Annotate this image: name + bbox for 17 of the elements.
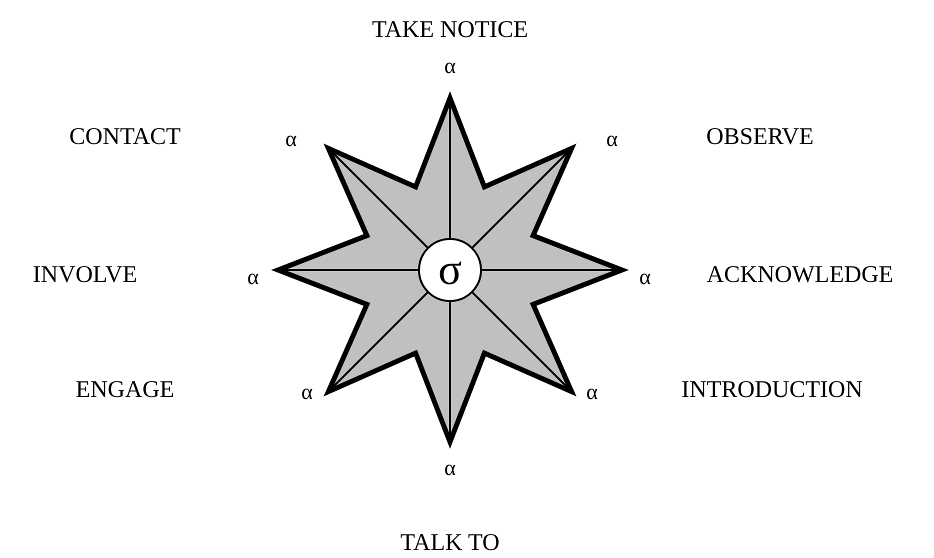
direction-label: CONTACT bbox=[69, 125, 181, 149]
symbol-label: α bbox=[285, 128, 297, 150]
symbol-label: α bbox=[606, 128, 618, 150]
direction-label: INTRODUCTION bbox=[681, 378, 863, 402]
symbol-label: α bbox=[586, 381, 598, 403]
direction-label: ENGAGE bbox=[76, 378, 174, 402]
symbol-label: α bbox=[639, 266, 651, 288]
direction-label: TALK TO bbox=[400, 531, 500, 555]
symbol-label: α bbox=[444, 55, 456, 77]
direction-label: OBSERVE bbox=[706, 125, 814, 149]
symbol-label: σ bbox=[438, 248, 462, 292]
symbol-label: α bbox=[444, 457, 456, 479]
direction-label: INVOLVE bbox=[32, 263, 138, 287]
direction-label: ACKNOWLEDGE bbox=[706, 263, 894, 287]
symbol-label: α bbox=[301, 381, 313, 403]
direction-label: TAKE NOTICE bbox=[372, 18, 528, 42]
symbol-label: α bbox=[247, 266, 259, 288]
